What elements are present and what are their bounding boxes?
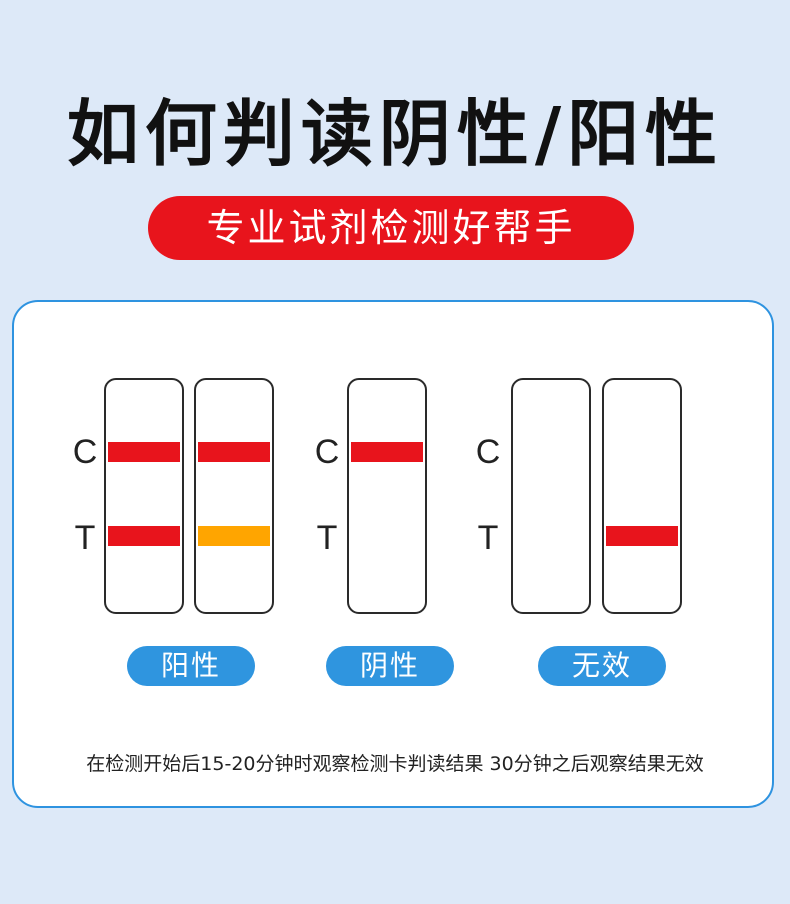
- control-line-label: C: [314, 433, 340, 471]
- test-line-label: T: [316, 519, 338, 557]
- test-strip-invalid-1: [511, 378, 591, 614]
- negative-label: 阴性: [326, 646, 454, 686]
- page-title: 如何判读阴性/阳性: [66, 92, 724, 176]
- invalid-label: 无效: [538, 646, 666, 686]
- timing-note: 在检测开始后15-20分钟时观察检测卡判读结果 30分钟之后观察结果无效: [86, 753, 704, 775]
- control-line: [108, 442, 180, 462]
- test-line: [606, 526, 678, 546]
- control-line-label: C: [475, 433, 501, 471]
- test-line-label: T: [74, 519, 96, 557]
- control-line-label: C: [72, 433, 98, 471]
- test-strip-invalid-2: [602, 378, 682, 614]
- test-strip-positive-2: [194, 378, 274, 614]
- subtitle-banner: 专业试剂检测好帮手: [148, 196, 634, 260]
- positive-label: 阳性: [127, 646, 255, 686]
- control-line: [198, 442, 270, 462]
- test-strip-positive-1: [104, 378, 184, 614]
- control-line: [351, 442, 423, 462]
- test-line: [108, 526, 180, 546]
- test-line-label: T: [477, 519, 499, 557]
- test-line: [198, 526, 270, 546]
- test-strip-negative: [347, 378, 427, 614]
